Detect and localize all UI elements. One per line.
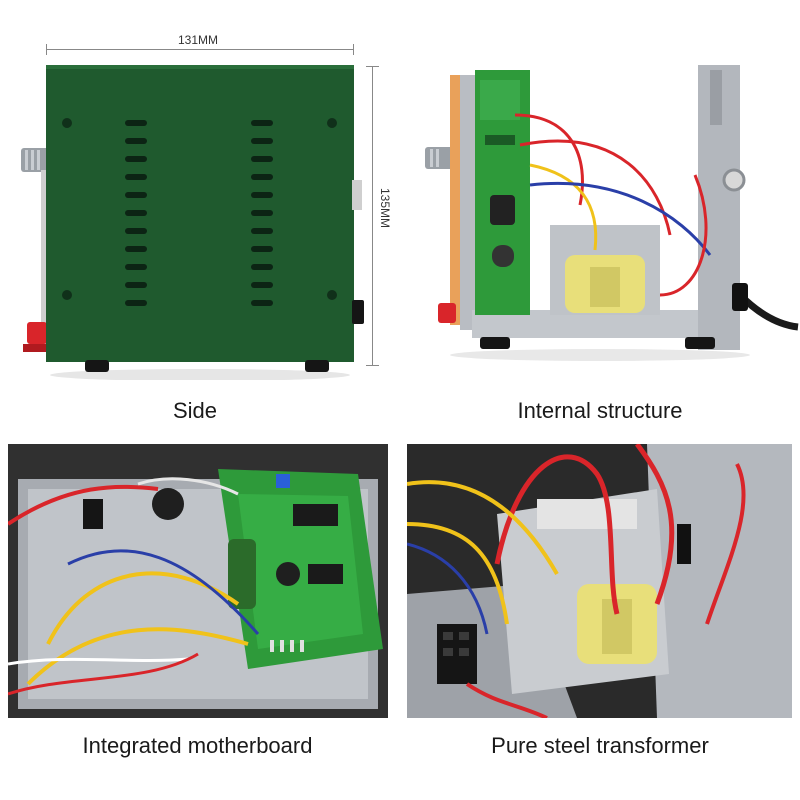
dimension-height-tick-bottom <box>366 365 379 366</box>
dimension-width-label: 131MM <box>178 33 219 47</box>
dimension-width-tick-right <box>353 44 354 55</box>
photo-integrated-motherboard <box>8 444 388 718</box>
photo-side-view <box>21 65 364 380</box>
dimension-width-line <box>46 49 354 50</box>
panel-side-caption: Side <box>172 398 218 423</box>
photo-pure-steel-transformer <box>407 444 792 718</box>
photo-internal-structure <box>425 65 799 361</box>
panel-motherboard-caption: Integrated motherboard <box>82 733 313 758</box>
dimension-height-tick-top <box>366 66 379 67</box>
panel-transformer-caption: Pure steel transformer <box>491 733 709 758</box>
panel-internal-caption: Internal structure <box>517 398 683 423</box>
dimension-height-label: 135MM <box>378 188 392 229</box>
dimension-height-line <box>372 66 373 366</box>
dimension-width-tick-left <box>46 44 47 55</box>
